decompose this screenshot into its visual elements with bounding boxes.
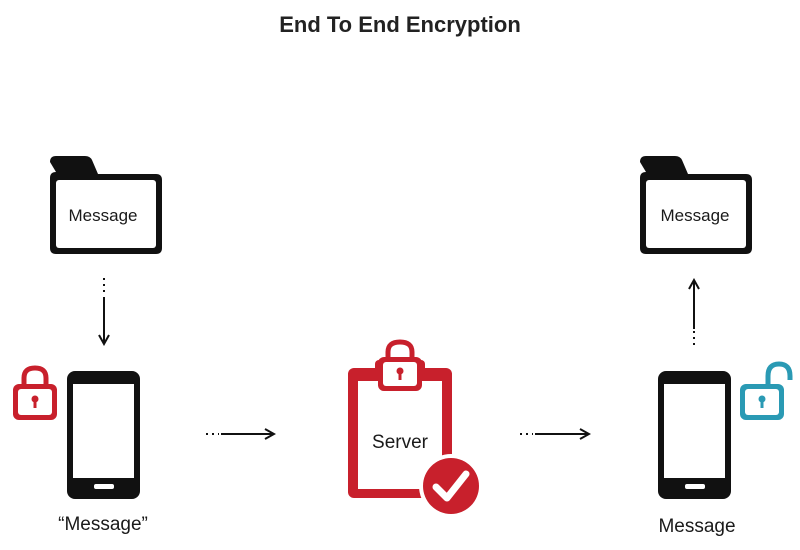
receiver-folder-label: Message — [661, 206, 730, 225]
sender-phone — [67, 371, 140, 499]
receiver-phone-caption: Message — [658, 516, 735, 537]
server-check-icon — [419, 454, 483, 518]
sender-lock-icon — [13, 365, 57, 420]
sender-phone-caption: “Message” — [58, 514, 148, 535]
sender-folder: Message — [50, 156, 162, 254]
sender-folder-label: Message — [69, 206, 138, 225]
page-title: End To End Encryption — [279, 12, 521, 37]
server-lock-icon — [378, 339, 422, 391]
server-label: Server — [372, 432, 429, 453]
receiver-folder: Message — [640, 156, 752, 254]
receiver-unlock-icon — [740, 361, 793, 420]
receiver-phone — [658, 371, 731, 499]
